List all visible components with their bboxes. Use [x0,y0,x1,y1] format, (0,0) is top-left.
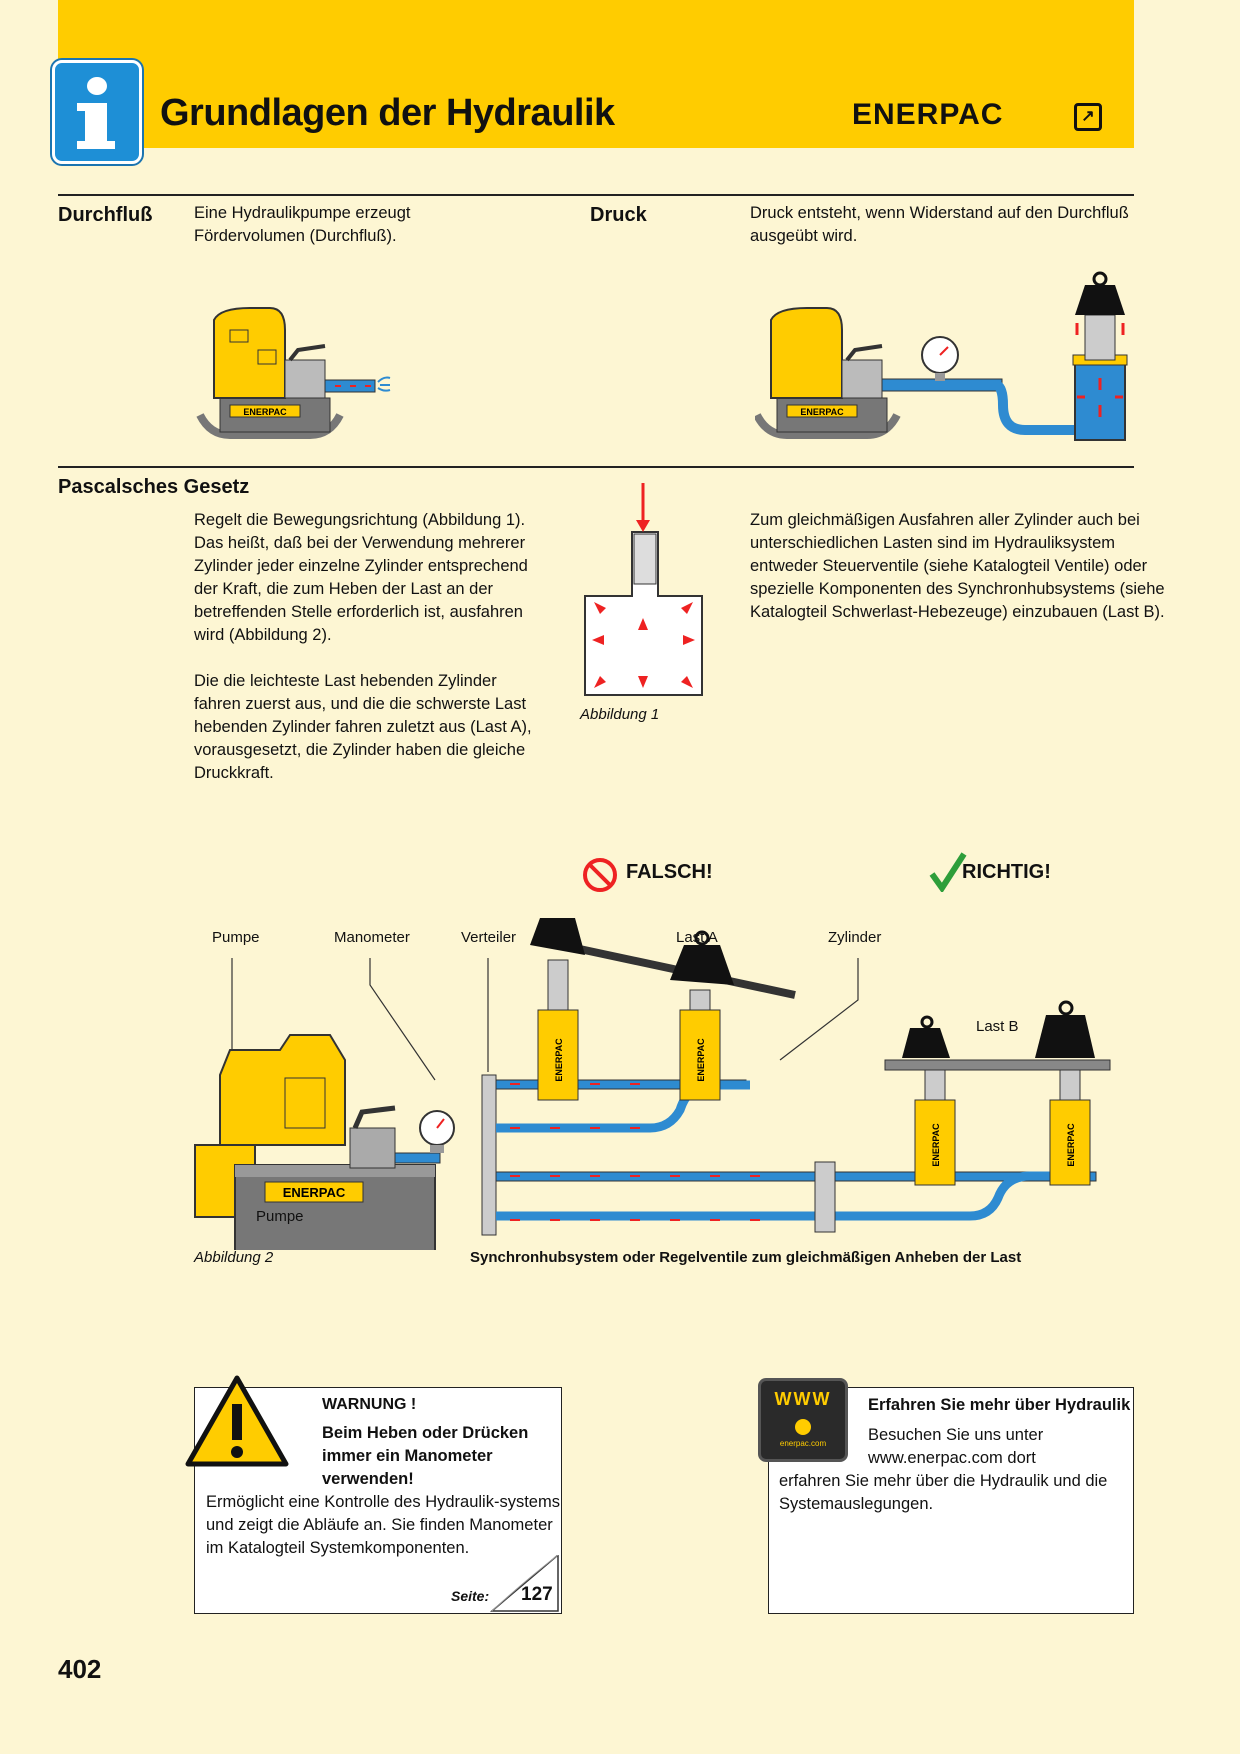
pump-label-2: ENERPAC [800,407,844,417]
pascal-left-text: Regelt die Bewegungsrichtung (Abbildung … [194,511,532,782]
figure-2-diagram: ENERPAC ENERPAC ENERPAC ENERPAC ENERPAC [194,918,1111,1250]
figure-1-diagram [584,483,703,696]
druck-heading: Druck [590,204,647,226]
warning-text: Ermöglicht eine Kontrolle des Hydraulik-… [206,1493,560,1557]
pump-label-3: ENERPAC [283,1185,346,1200]
pascal-heading: Pascalsches Gesetz [58,476,250,498]
figure-1-caption: Abbildung 1 [580,706,660,723]
enerpac-logo-icon: ↗ [1074,103,1102,131]
cylinder-label-b1: ENERPAC [931,1123,941,1167]
figure-2-caption: Abbildung 2 [194,1249,274,1266]
durchfluss-heading: Durchfluß [58,204,153,226]
section-rule [58,194,1134,196]
page-curl-icon [490,1555,559,1612]
warning-icon [185,1375,289,1467]
pump-flow-illustration: ENERPAC [196,307,391,439]
label-manometer: Manometer [334,929,410,946]
cylinder-label-a2: ENERPAC [696,1038,706,1082]
prohibited-icon [583,858,617,892]
check-icon [929,852,967,892]
page-number: 402 [58,1654,102,1684]
header-band [58,0,1134,148]
warning-title: WARNUNG ! [322,1396,417,1413]
label-pumpe-bottom: Pumpe [256,1208,304,1225]
cylinder-label-a1: ENERPAC [554,1038,564,1082]
richtig-label: RICHTIG! [962,861,1051,883]
section-rule-2 [58,466,1134,468]
druck-text: Druck entsteht, wenn Widerstand auf den … [750,204,1129,245]
cylinder-label-b2: ENERPAC [1066,1123,1076,1167]
info-icon [52,60,142,164]
seite-label: Seite: [451,1588,490,1604]
label-pumpe: Pumpe [212,929,260,946]
enerpac-logo: ENERPAC [852,98,1004,131]
page-title: Grundlagen der Hydraulik [160,92,615,134]
web-text-full: erfahren Sie mehr über die Hydraulik und… [779,1472,1108,1513]
label-last-b: Last B [976,1018,1019,1035]
pump-pressure-illustration: ENERPAC [755,271,1128,441]
pump-label-1: ENERPAC [243,407,287,417]
falsch-label: FALSCH! [626,861,713,883]
www-icon[interactable]: WWW enerpac.com [758,1378,848,1462]
web-title: Erfahren Sie mehr über Hydraulik [868,1396,1131,1414]
pascal-right-text: Zum gleichmäßigen Ausfahren aller Zylind… [750,511,1165,621]
label-verteiler: Verteiler [461,929,517,946]
seite-number[interactable]: 127 [521,1584,553,1605]
sync-caption: Synchronhubsystem oder Regelventile zum … [470,1249,1022,1266]
label-zylinder: Zylinder [828,929,882,946]
